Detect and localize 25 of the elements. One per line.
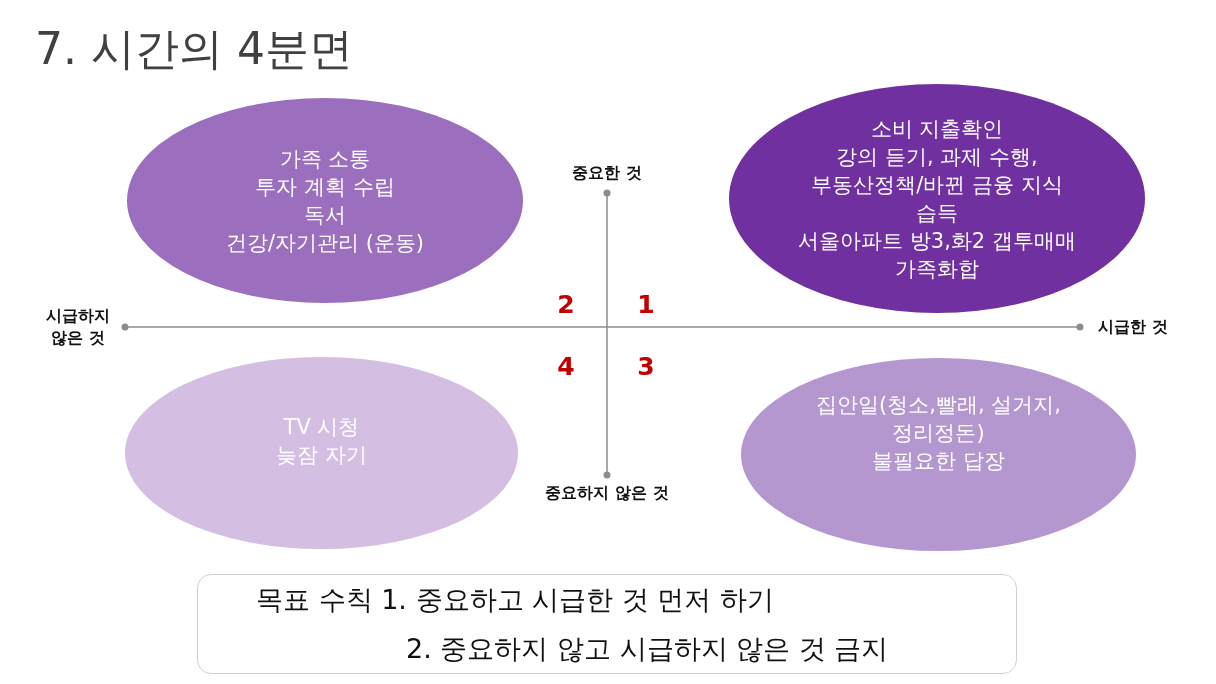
task-text: 서울아파트 방3,화2 갭투매매 bbox=[798, 227, 1076, 255]
task-text: 가족화합 bbox=[895, 255, 979, 283]
task-text: 집안일(청소,빨래, 설거지, 정리정돈) bbox=[815, 391, 1062, 447]
quadrant-number: 3 bbox=[637, 352, 655, 382]
rule-text: 2. 중요하지 않고 시급하지 않은 것 금지 bbox=[406, 632, 889, 666]
axis-label: 시급하지 않은 것 bbox=[45, 305, 111, 349]
axis-label: 중요한 것 bbox=[572, 162, 642, 184]
task-text: 부동산정책/바뀐 금융 지식 습득 bbox=[810, 171, 1064, 227]
task-text: 늦잠 자기 bbox=[276, 442, 367, 469]
slide-title: 7. 시간의 4분면 bbox=[35, 22, 353, 76]
quadrant-number: 1 bbox=[637, 290, 655, 320]
rule-text: 목표 수칙 1. 중요하고 시급한 것 먼저 하기 bbox=[256, 583, 774, 617]
axis-label: 시급한 것 bbox=[1098, 316, 1168, 338]
task-text: 투자 계획 수립 bbox=[255, 173, 395, 201]
quadrant-number: 2 bbox=[557, 290, 575, 320]
task-text: 소비 지출확인 bbox=[870, 115, 1004, 143]
task-text: 건강/자기관리 (운동) bbox=[225, 229, 425, 257]
task-text: 가족 소통 bbox=[279, 145, 371, 173]
rules-box bbox=[197, 574, 1017, 674]
task-text: 불필요한 답장 bbox=[872, 447, 1005, 475]
task-text: 강의 듣기, 과제 수행, bbox=[836, 143, 1038, 171]
quadrant-number: 4 bbox=[557, 352, 575, 382]
task-text: TV 시청 bbox=[283, 414, 360, 441]
axis-label: 중요하지 않은 것 bbox=[545, 482, 669, 504]
task-text: 독서 bbox=[304, 201, 346, 229]
